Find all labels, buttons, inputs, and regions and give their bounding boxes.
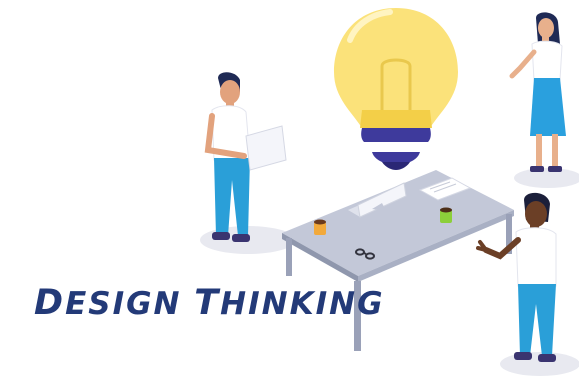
mug-green — [440, 207, 452, 223]
title-initial-d: D — [34, 283, 66, 323]
title-rest-esign: esign — [65, 286, 182, 322]
title-initial-t: T — [194, 283, 221, 323]
title-rest-hinking: hinking — [220, 286, 385, 322]
man-gesturing — [476, 192, 557, 362]
table — [282, 170, 514, 351]
woman-standing — [509, 12, 566, 172]
laptop — [348, 182, 407, 218]
papers — [418, 177, 472, 201]
mug-orange — [314, 219, 326, 235]
design-thinking-title: Design Thinking — [34, 286, 385, 321]
floor-shadow — [514, 168, 579, 188]
glasses — [355, 248, 375, 260]
light-bulb — [334, 8, 458, 170]
person-holding-paper — [204, 72, 287, 242]
